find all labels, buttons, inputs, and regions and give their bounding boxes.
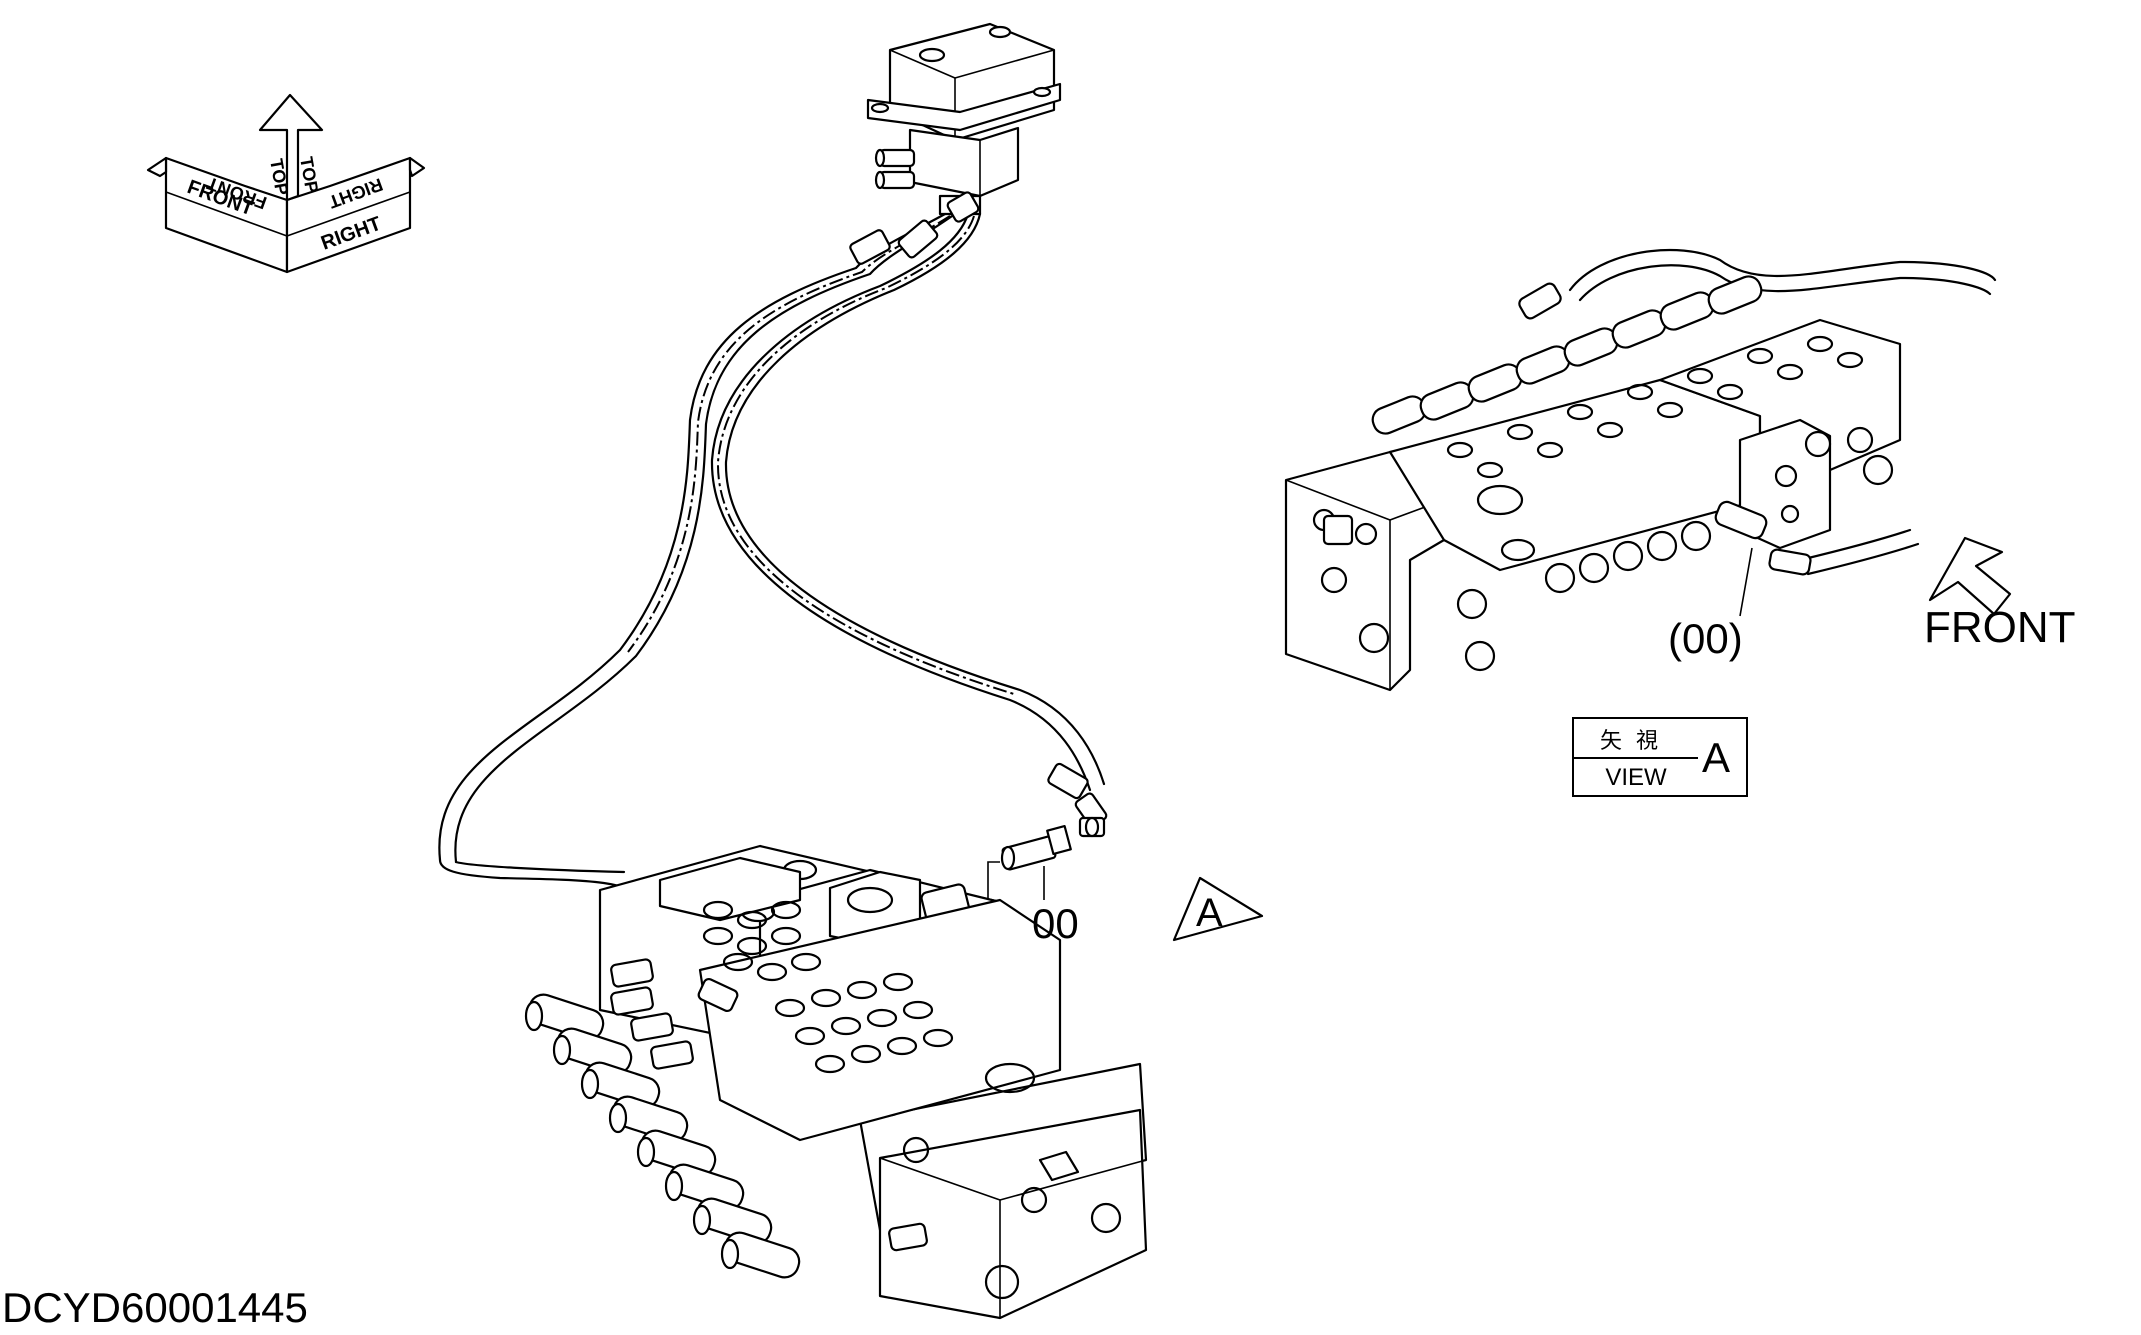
callout-part-00: 00 xyxy=(1032,900,1079,947)
view-ports xyxy=(1446,335,1864,562)
view-box-view-label: VIEW xyxy=(1605,764,1667,791)
document-id: DCYD60001445 xyxy=(2,1284,308,1331)
orientation-glyph: TOP TOP FRONT FRONT RIGHT RIGHT xyxy=(146,93,426,274)
view-a-marker-letter: A xyxy=(1196,891,1223,935)
pilot-fittings xyxy=(610,958,928,1252)
view-box-divider xyxy=(1574,757,1698,759)
front-label: FRONT xyxy=(1924,603,2076,652)
pilot-valve-unit xyxy=(866,22,1062,216)
view-box-letter: A xyxy=(1702,734,1731,781)
view-spool-caps xyxy=(1371,275,1763,435)
main-control-valve xyxy=(524,844,1148,1320)
callout-part-00-view: (00) xyxy=(1668,615,1743,662)
valve-ports-lower xyxy=(774,972,1036,1094)
hoses xyxy=(438,191,1108,902)
view-box-kanji: 矢視 xyxy=(1599,728,1672,753)
front-arrow-icon xyxy=(1928,536,2012,616)
orientation-top-label-b: TOP xyxy=(296,155,322,195)
view-a-marker-shape xyxy=(1172,876,1264,942)
view-lower-fittings xyxy=(1456,426,1894,672)
valve-ports-upper xyxy=(702,900,822,982)
view-a-box: 矢視 VIEW A xyxy=(1572,717,1748,797)
spool-caps xyxy=(524,993,801,1279)
view-a-detail xyxy=(1284,248,1997,692)
